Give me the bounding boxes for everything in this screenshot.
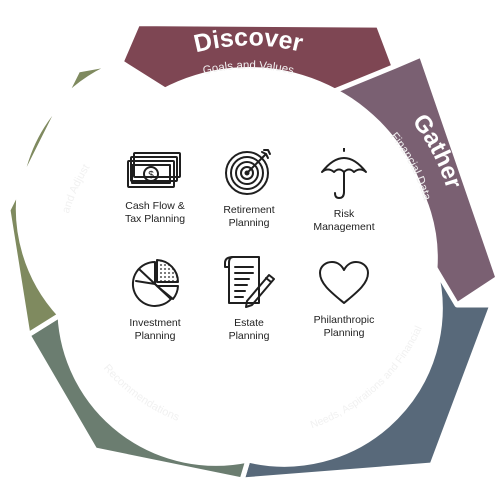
discover-subtitle: Goals and Values — [202, 60, 296, 78]
service-label: Philanthropic Planning — [313, 314, 375, 339]
service-label: Risk Management — [313, 208, 375, 233]
umbrella-icon — [321, 148, 367, 199]
service-cash-flow: $ Cash Flow & Tax Planning — [107, 152, 203, 226]
service-investment: Investment Planning — [107, 259, 203, 343]
inner-circle — [64, 67, 434, 437]
segment-monitor — [5, 59, 124, 338]
service-retirement: Retirement Planning — [201, 146, 297, 230]
target-icon — [225, 149, 271, 195]
service-estate: Estate Planning — [201, 255, 297, 343]
segment-implement — [25, 312, 251, 483]
service-philanthropic: Philanthropic Planning — [296, 260, 392, 340]
segment-design — [239, 265, 495, 483]
svg-text:$: $ — [148, 170, 154, 181]
service-risk: Risk Management — [296, 148, 392, 234]
cash-icon: $ — [127, 152, 181, 188]
heart-icon — [319, 261, 369, 304]
document-icon — [224, 256, 275, 308]
service-label: Cash Flow & Tax Planning — [124, 200, 186, 225]
pie-chart-icon — [131, 259, 180, 307]
service-label: Estate Planning — [228, 317, 270, 342]
service-label: Retirement Planning — [223, 204, 275, 229]
service-label: Investment Planning — [129, 317, 181, 342]
